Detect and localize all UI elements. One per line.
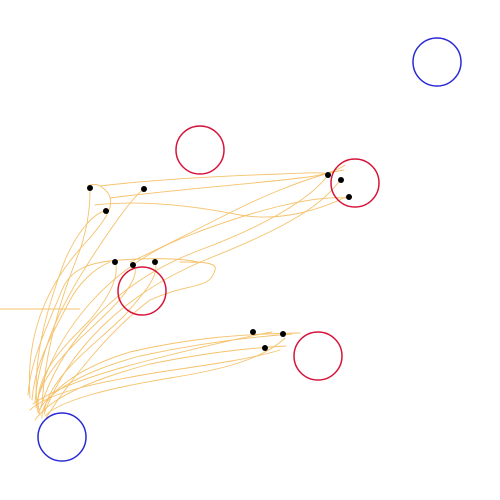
- trajectory-path: [31, 261, 111, 401]
- endpoint-dot: [112, 259, 118, 265]
- trajectory-path: [35, 197, 349, 406]
- start-ring: [37, 412, 87, 462]
- trajectory-path: [35, 264, 136, 409]
- trajectory-path: [28, 183, 112, 399]
- target-ring: [293, 331, 343, 381]
- endpoint-dot: [130, 262, 136, 268]
- endpoint-dot: [103, 208, 109, 214]
- trajectory-path: [99, 172, 331, 187]
- endpoint-dot: [250, 329, 256, 335]
- trajectory-path: [44, 337, 286, 417]
- trajectory-path: [34, 345, 287, 421]
- start-rings: [37, 37, 462, 462]
- trajectory-path: [34, 188, 145, 403]
- trajectory-group: [0, 164, 349, 421]
- trajectory-path: [43, 261, 157, 413]
- trajectory-path: [32, 331, 273, 405]
- trajectory-path: [109, 164, 346, 199]
- endpoint-dot: [87, 185, 93, 191]
- target-rings: [117, 125, 380, 381]
- endpoint-dot: [152, 259, 158, 265]
- target-ring: [175, 125, 225, 175]
- trajectory-path: [45, 261, 216, 419]
- trajectory-path: [35, 210, 107, 413]
- endpoint-dot: [346, 194, 352, 200]
- target-ring: [330, 158, 380, 208]
- target-ring: [117, 266, 167, 316]
- trajectory-path: [94, 195, 349, 218]
- trajectory-path: [29, 349, 281, 411]
- endpoint-dots: [87, 172, 352, 351]
- endpoint-dot: [325, 172, 331, 178]
- trajectory-path: [43, 179, 341, 415]
- trajectory-path: [27, 258, 199, 396]
- endpoint-dot: [338, 177, 344, 183]
- trajectory-path: [41, 187, 91, 407]
- start-ring: [412, 37, 462, 87]
- endpoint-dot: [141, 186, 147, 192]
- endpoint-dot: [280, 331, 286, 337]
- endpoint-dot: [262, 345, 268, 351]
